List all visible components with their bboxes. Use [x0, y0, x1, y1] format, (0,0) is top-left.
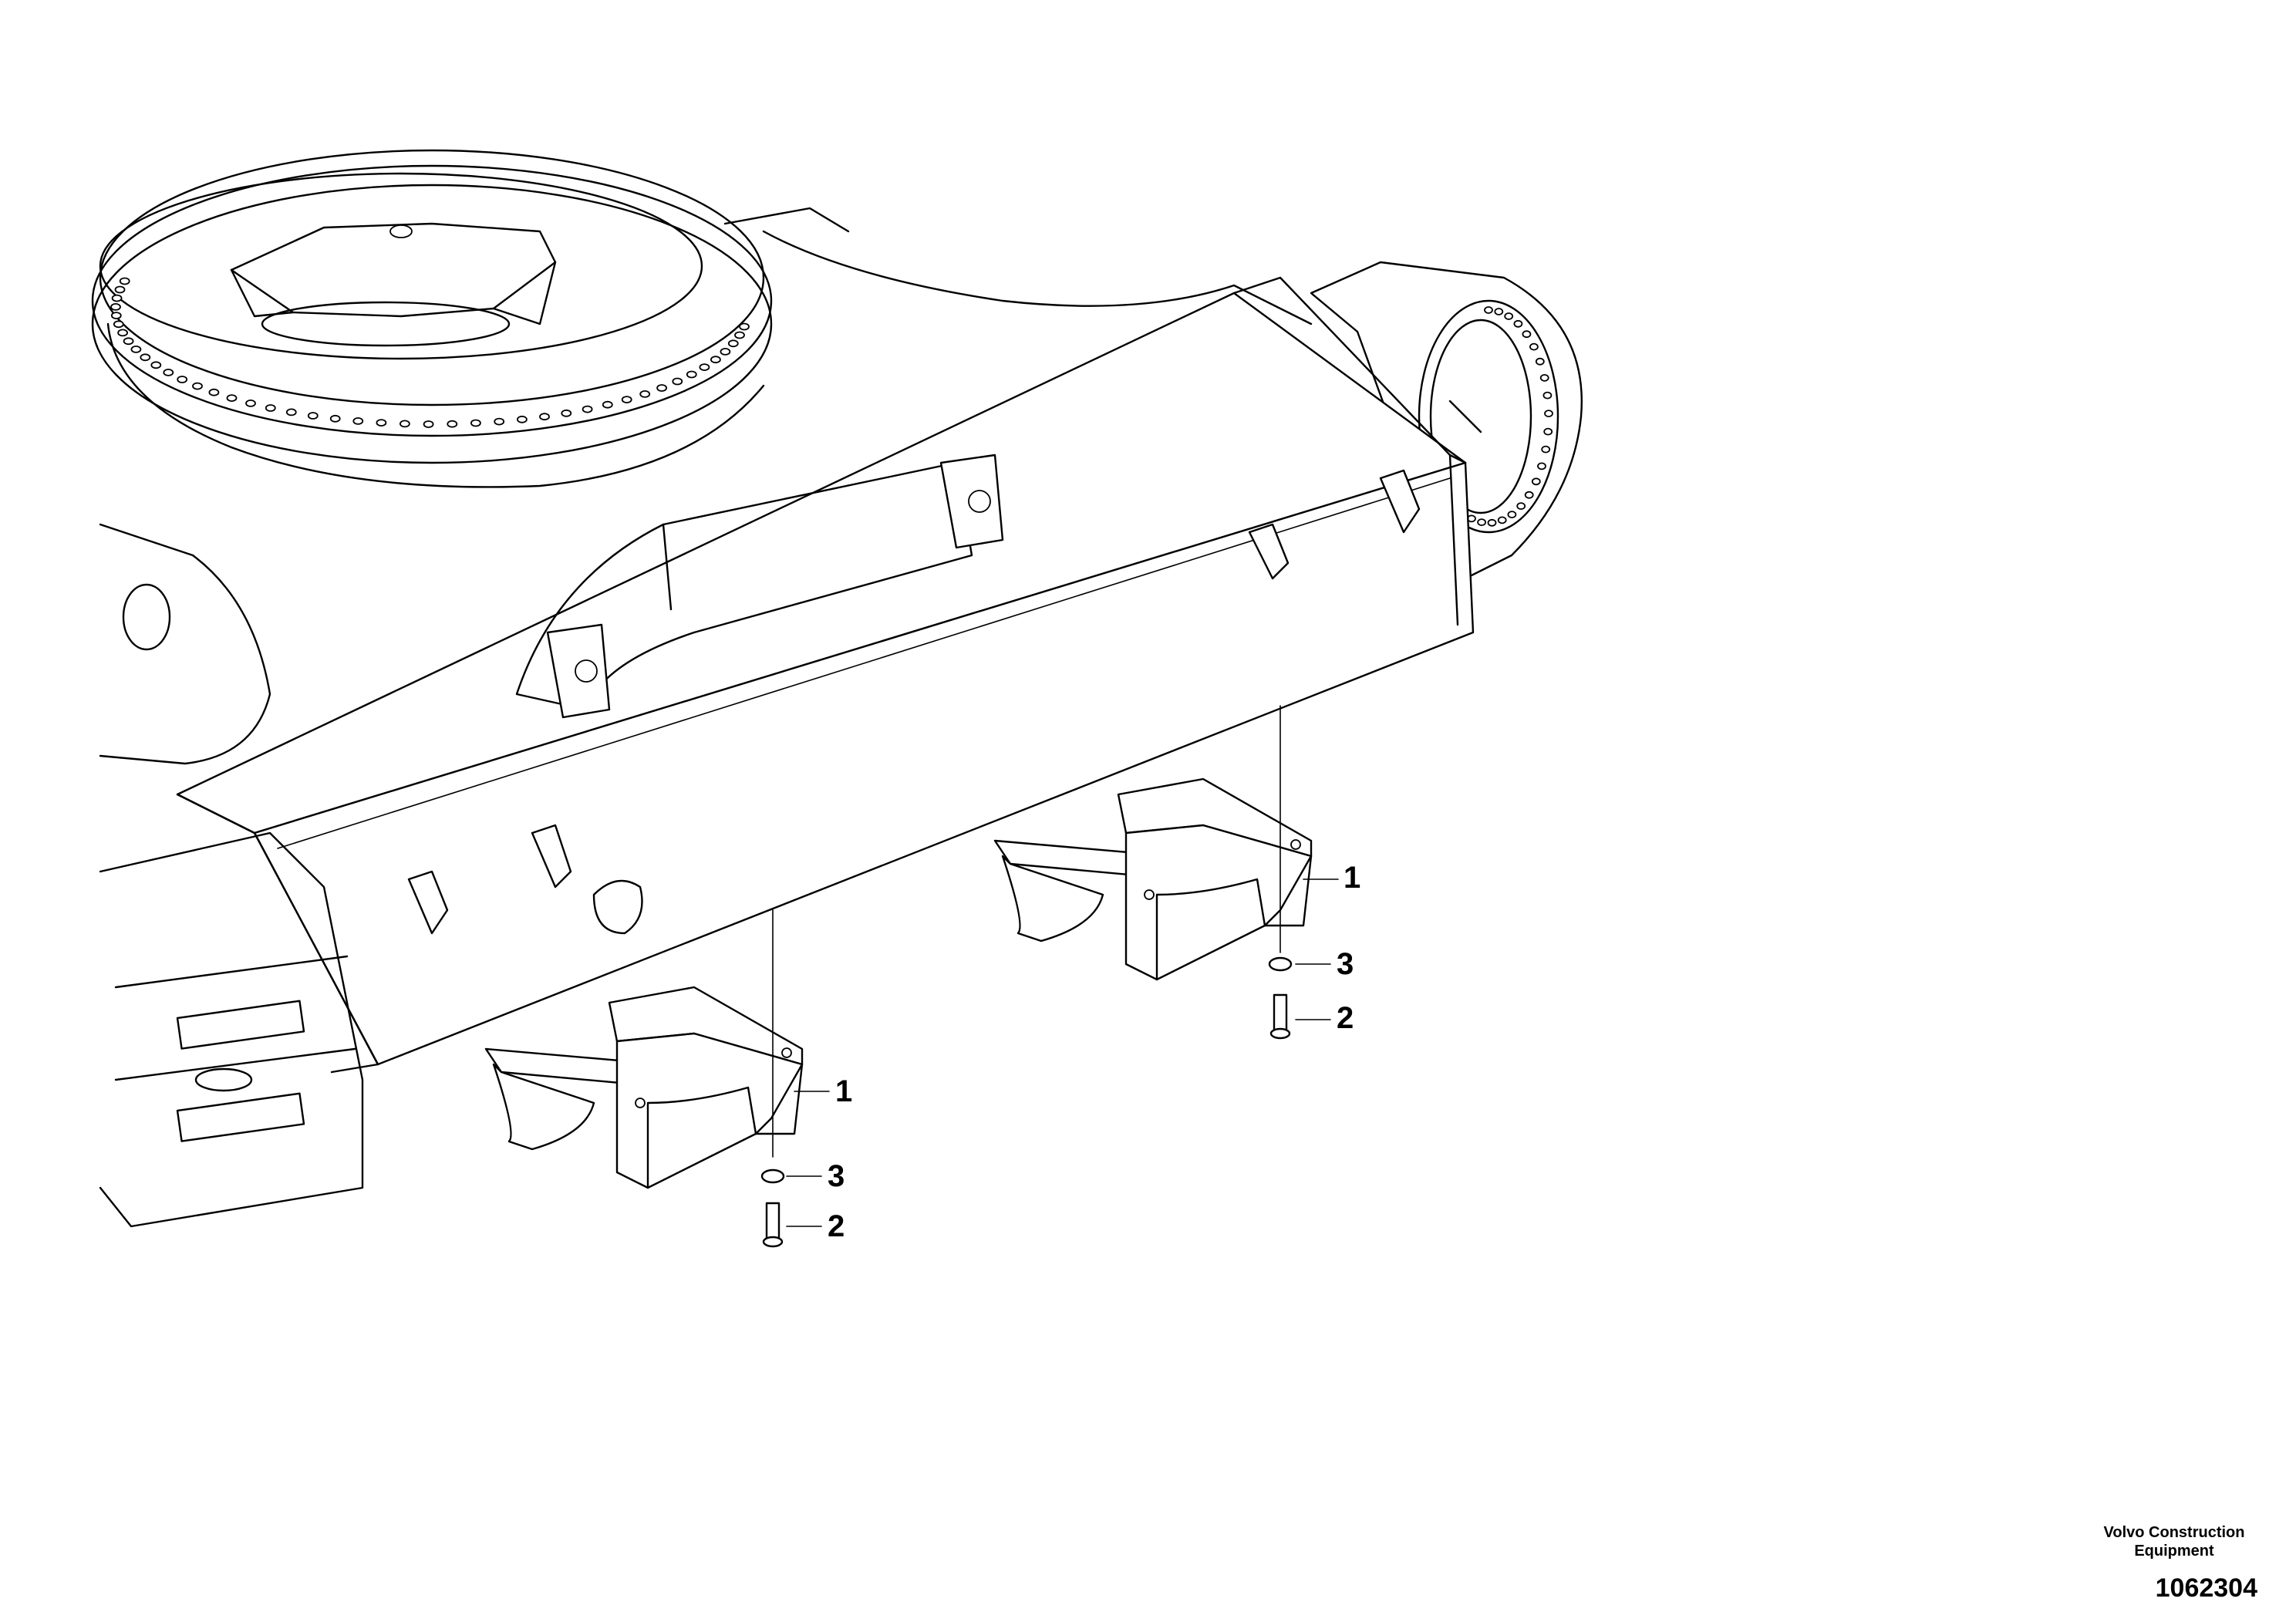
washer-left: [760, 1168, 785, 1184]
bearing-bolt-hole: [727, 339, 739, 348]
bearing-bolt-hole: [672, 377, 683, 386]
bearing-bolt-hole: [352, 417, 364, 425]
hub-bolt-hole: [1535, 357, 1545, 366]
manufacturer-line-2: Equipment: [2134, 1543, 2214, 1560]
bearing-bolt-hole: [285, 408, 297, 416]
bearing-bolt-hole: [734, 331, 745, 339]
hub-bolt-hole: [1543, 427, 1553, 436]
bearing-bolt-hole: [539, 413, 550, 421]
hub-bolt-hole: [1542, 391, 1553, 400]
track-frame-end-hub: [1310, 261, 1583, 588]
manufacturer-label: Volvo Construction Equipment: [2082, 1523, 2267, 1560]
bearing-bolt-hole: [447, 420, 458, 428]
hub-bolt-hole: [1497, 516, 1507, 524]
hub-bolt-holes: [1457, 306, 1553, 527]
bearing-bolt-hole: [119, 277, 130, 285]
beam-lugs: [407, 469, 1421, 935]
bearing-bolt-hole: [111, 294, 123, 302]
carbody-left: [99, 523, 364, 1228]
bearing-bolt-hole: [720, 347, 731, 356]
callout-2-left: 2: [828, 1209, 845, 1243]
callout-3-left: 3: [828, 1159, 845, 1193]
hub-bolt-hole: [1539, 373, 1549, 382]
bearing-bolt-hole: [710, 356, 721, 364]
manufacturer-line-1: Volvo Construction: [2103, 1524, 2245, 1541]
bearing-bolt-hole: [114, 285, 126, 294]
hub-bolt-hole: [1541, 445, 1551, 454]
bearing-bolt-hole: [621, 396, 632, 403]
hub-bolt-hole: [1487, 518, 1497, 527]
callout-1-right: 1: [1344, 861, 1361, 895]
hub-bolt-hole: [1484, 306, 1493, 314]
bolt-right: [1269, 993, 1291, 1040]
left-bracket-leader-lines: [772, 909, 830, 1227]
hub-bolt-hole: [1544, 410, 1553, 417]
upper-roller-bracket-1: [939, 454, 1004, 549]
bearing-bolt-hole: [110, 312, 122, 320]
bearing-bolt-hole: [226, 394, 238, 402]
bolt-left: [762, 1202, 784, 1248]
bearing-bolt-hole: [582, 405, 593, 413]
bearing-bolt-holes: [110, 277, 750, 428]
hub-bolt-hole: [1507, 511, 1517, 518]
bearing-bolt-hole: [150, 361, 162, 369]
bearing-bolt-hole: [561, 409, 572, 417]
bearing-bolt-hole: [656, 384, 667, 392]
hub-bolt-hole: [1522, 330, 1532, 339]
bearing-bolt-hole: [117, 329, 129, 337]
callout-1-left: 1: [835, 1074, 853, 1108]
bearing-bolt-hole: [329, 414, 341, 423]
hub-bolt-hole: [1516, 502, 1526, 510]
bearing-bolt-hole: [686, 370, 697, 379]
drawing-number: 1062304: [2155, 1573, 2257, 1603]
bearing-bolt-hole: [123, 337, 134, 346]
track-guard-bracket-right: [993, 777, 1313, 981]
hub-bolt-hole: [1477, 518, 1486, 526]
callout-3-right: 3: [1337, 947, 1354, 981]
bearing-bolt-hole: [245, 400, 256, 407]
bearing-bolt-hole: [130, 345, 142, 353]
bearing-bolt-hole: [307, 412, 319, 420]
bearing-bolt-hole: [639, 389, 651, 398]
bearing-bolt-hole: [163, 368, 174, 376]
washer-right: [1268, 956, 1293, 972]
bearing-bolt-hole: [423, 420, 434, 428]
track-frame-beam: [176, 276, 1475, 1074]
bearing-bolt-hole: [739, 322, 750, 331]
hub-bolt-hole: [1494, 308, 1504, 315]
bearing-bolt-hole: [110, 302, 121, 311]
hub-bolt-hole: [1529, 342, 1539, 351]
bearing-bolt-hole: [376, 419, 387, 427]
hub-bolt-hole: [1531, 477, 1541, 486]
bearing-bolt-hole: [400, 420, 410, 428]
right-bracket-leader-lines: [1279, 705, 1339, 1020]
bearing-bolt-hole: [192, 382, 203, 390]
hub-bolt-hole: [1504, 312, 1514, 320]
track-guard-bracket-left: [484, 986, 804, 1189]
center-joint-plate: [230, 222, 557, 347]
bearing-bolt-hole: [517, 415, 528, 423]
bearing-bolt-hole: [177, 376, 188, 383]
bearing-bolt-hole: [470, 419, 481, 427]
bearing-bolt-hole: [113, 320, 124, 329]
upper-roller-bracket-2: [546, 623, 611, 719]
swing-bearing-ring: [91, 149, 773, 488]
bearing-bolt-hole: [140, 353, 151, 362]
hub-bolt-hole: [1537, 462, 1546, 470]
upper-frame-arm: [723, 207, 1313, 325]
bearing-bolt-hole: [699, 363, 710, 372]
bearing-bolt-hole: [265, 404, 276, 412]
hub-bolt-hole: [1524, 491, 1534, 499]
callout-2-right: 2: [1337, 1001, 1354, 1035]
hub-bolt-hole: [1513, 319, 1523, 328]
bearing-bolt-hole: [208, 388, 220, 396]
bearing-bolt-hole: [602, 400, 613, 409]
bearing-bolt-hole: [494, 417, 505, 426]
